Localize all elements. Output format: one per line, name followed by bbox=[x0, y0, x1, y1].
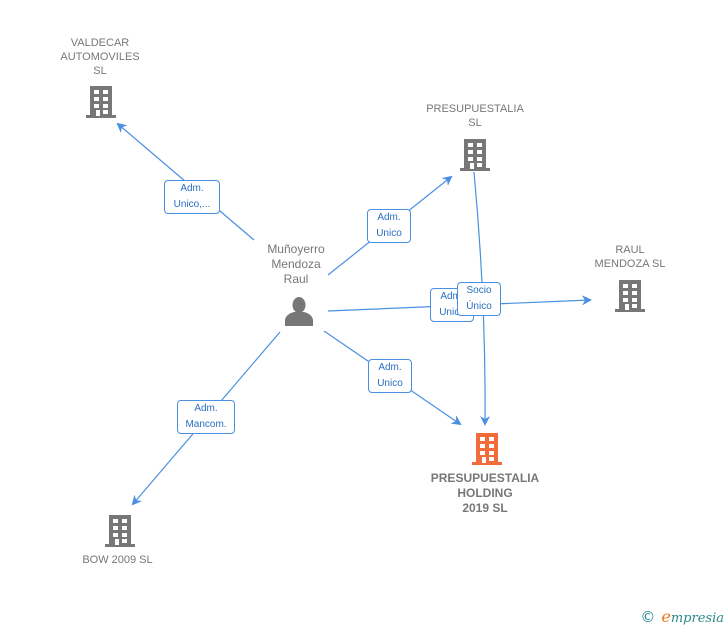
edge-label-valdecar[interactable]: Adm. Unico,... bbox=[164, 180, 220, 214]
person-icon[interactable] bbox=[284, 296, 314, 326]
node-label-holding: PRESUPUESTALIA HOLDING 2019 SL bbox=[430, 471, 540, 515]
building-icon[interactable] bbox=[615, 279, 645, 313]
copyright-icon: © bbox=[640, 607, 656, 626]
node-label-person: Muñoyerro Mendoza Raul bbox=[267, 242, 325, 286]
building-icon[interactable] bbox=[460, 138, 490, 172]
brand-rest: mpresia bbox=[670, 611, 724, 626]
node-label-presupuestalia-sl: PRESUPUESTALIA SL bbox=[426, 103, 524, 129]
building-icon[interactable] bbox=[86, 85, 116, 119]
brand-logo[interactable]: empresia bbox=[661, 607, 724, 626]
footer-brand: © empresia bbox=[640, 607, 724, 626]
brand-first-letter: e bbox=[661, 607, 671, 626]
building-icon[interactable] bbox=[105, 514, 135, 548]
edge-label-holding-socio[interactable]: Socio Único bbox=[457, 282, 501, 316]
edge-label-bow[interactable]: Adm. Mancom. bbox=[177, 400, 235, 434]
edge-label-holding-adm[interactable]: Adm. Unico bbox=[368, 359, 412, 393]
building-icon-focus[interactable] bbox=[472, 432, 502, 466]
node-label-raul-mendoza: RAUL MENDOZA SL bbox=[594, 244, 666, 270]
edge-label-presupuestalia-sl[interactable]: Adm. Unico bbox=[367, 209, 411, 243]
node-label-valdecar: VALDECAR AUTOMOVILES SL bbox=[60, 37, 140, 77]
node-label-bow: BOW 2009 SL bbox=[82, 554, 153, 566]
